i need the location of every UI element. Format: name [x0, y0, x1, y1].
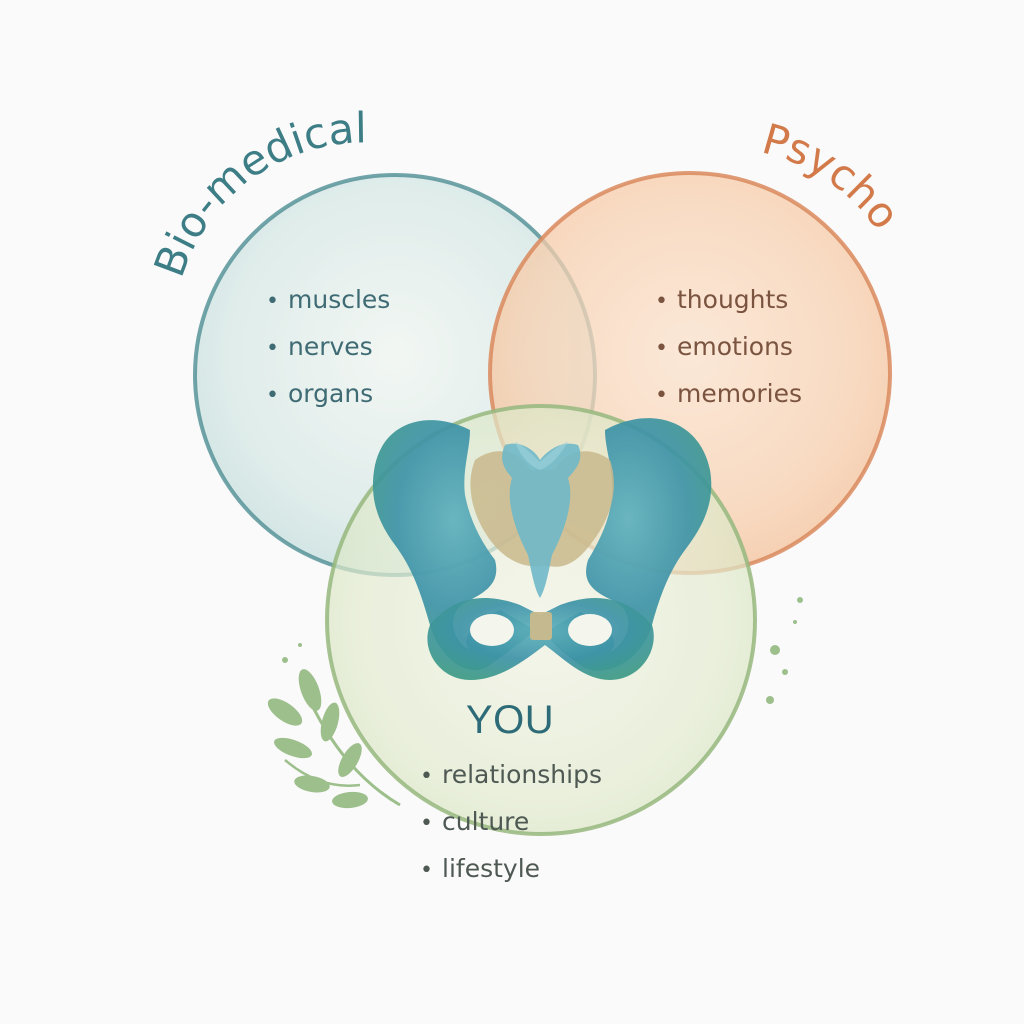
bullet-dot: •: [266, 289, 279, 314]
list-item: •muscles: [266, 277, 390, 324]
bullet-dot: •: [266, 336, 279, 361]
bullet-dot: •: [655, 289, 668, 314]
bullet-dot: •: [266, 383, 279, 408]
list-item: •memories: [655, 371, 802, 418]
bullet-dot: •: [420, 811, 433, 836]
social-item-list: •relationships •culture •lifestyle: [420, 752, 602, 893]
list-item: •organs: [266, 371, 390, 418]
list-item: •culture: [420, 799, 602, 846]
bullet-dot: •: [655, 383, 668, 408]
bullet-dot: •: [655, 336, 668, 361]
pelvis-icon: [372, 418, 712, 680]
list-item: •emotions: [655, 324, 802, 371]
list-item: •relationships: [420, 752, 602, 799]
bullet-dot: •: [420, 858, 433, 883]
bio-item-list: •muscles •nerves •organs: [266, 277, 390, 418]
list-item: •thoughts: [655, 277, 802, 324]
leaf-sprig-icon: [267, 597, 803, 809]
psycho-item-list: •thoughts •emotions •memories: [655, 277, 802, 418]
list-item: •nerves: [266, 324, 390, 371]
bullet-dot: •: [420, 764, 433, 789]
list-item: •lifestyle: [420, 846, 602, 893]
social-title: YOU: [465, 698, 555, 742]
